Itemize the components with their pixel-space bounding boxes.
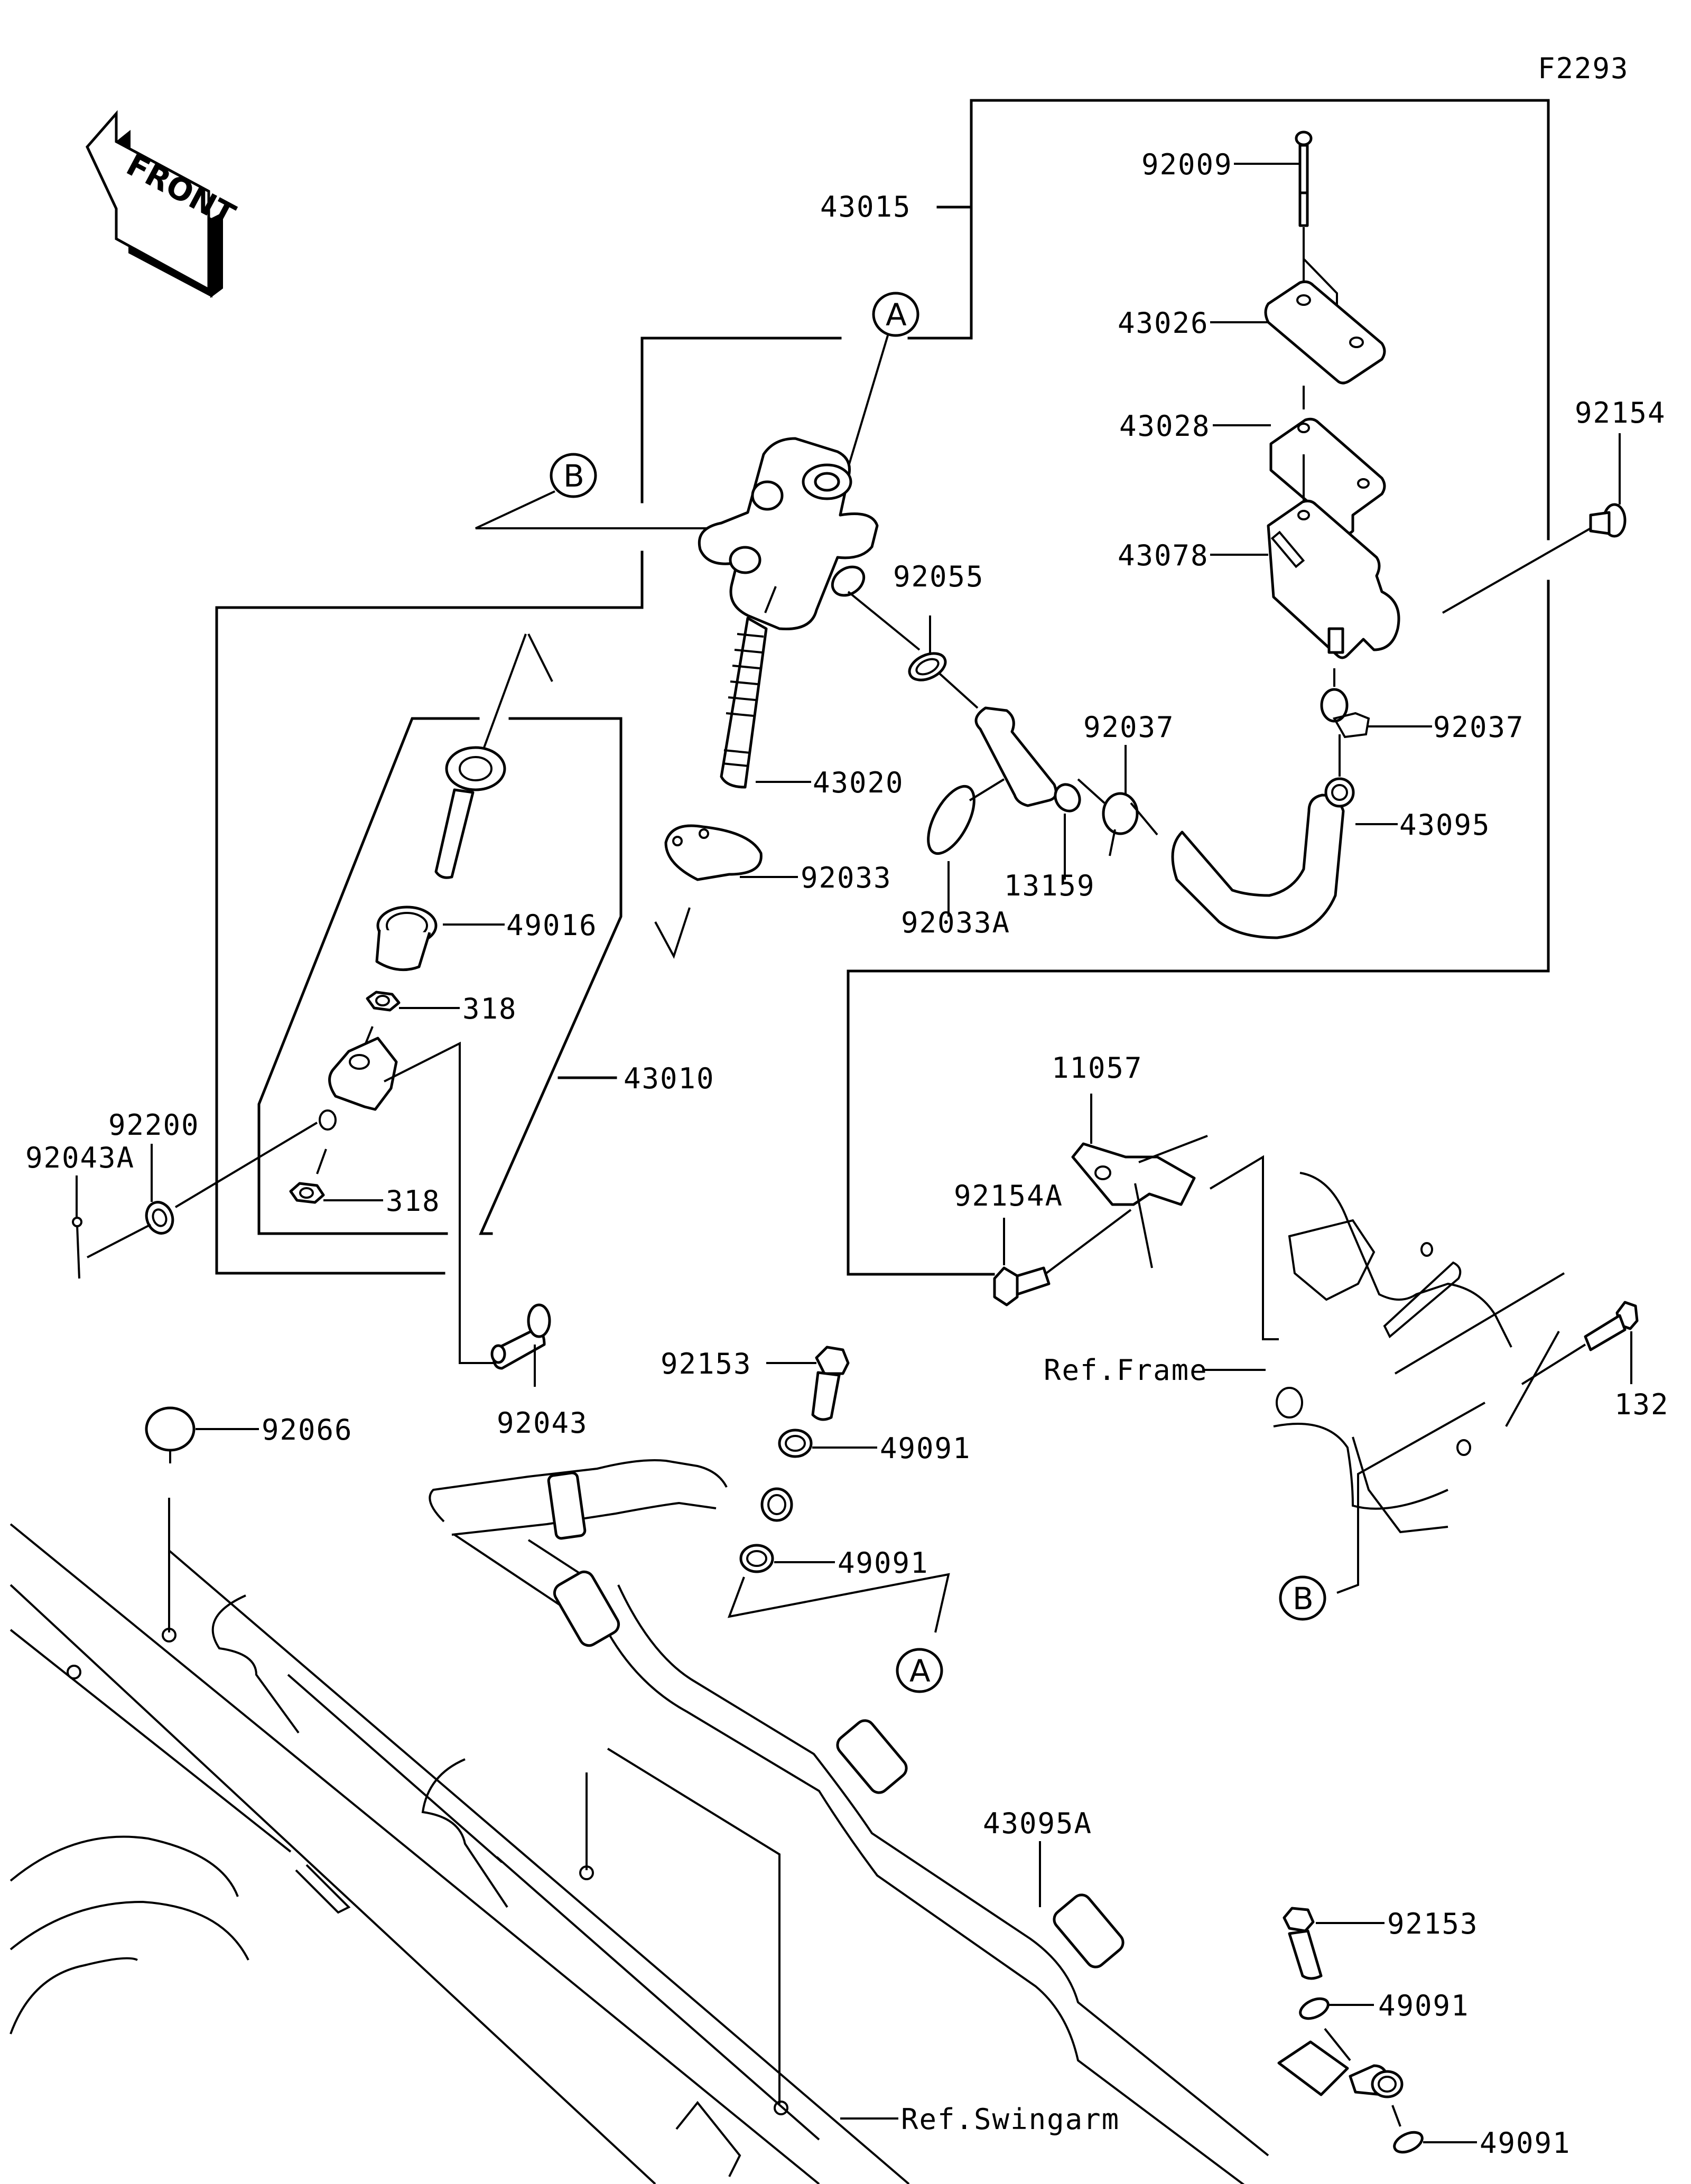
bolt-132 [1521, 1301, 1639, 1385]
part-label-92153-top: 92153 [661, 1347, 752, 1380]
circlip-92033 [664, 824, 763, 881]
clevis-joint [319, 1026, 494, 1364]
assembly-bracket-43015 [215, 99, 1550, 1276]
part-label-49091-b: 49091 [838, 1546, 929, 1580]
part-label-92033: 92033 [801, 861, 892, 894]
part-label-43028: 43028 [1119, 409, 1211, 443]
part-label-43015: 43015 [820, 190, 912, 223]
part-label-92043a: 92043A [25, 1141, 135, 1174]
part-label-49091-d: 49091 [1480, 2126, 1571, 2160]
part-label-92037-right: 92037 [1433, 711, 1525, 744]
circlip-92033a [927, 778, 1005, 855]
part-label-132: 132 [1614, 1388, 1669, 1421]
part-label-43095: 43095 [1399, 808, 1491, 842]
bolt-92154a [993, 1209, 1132, 1306]
washer-49091-d [1391, 2105, 1424, 2154]
swingarm-reference-label: Ref.Swingarm [901, 2103, 1120, 2136]
banjo-bolt-92153-top [811, 1346, 850, 1421]
connector-13159 [974, 706, 1081, 813]
part-label-43010: 43010 [624, 1062, 715, 1095]
front-arrow-icon: FRONT [86, 110, 241, 298]
assembly-bracket-43010 [257, 717, 622, 1235]
clamp-92037-right [1320, 668, 1370, 777]
part-label-92154: 92154 [1575, 396, 1666, 430]
part-label-92200: 92200 [108, 1108, 200, 1142]
banjo-bolt-92153-bottom [1283, 1907, 1323, 1980]
hose-43095 [1171, 777, 1355, 939]
part-label-49091-a: 49091 [880, 1432, 971, 1465]
part-label-318-top: 318 [462, 992, 517, 1025]
washer-49091-c [1299, 1997, 1351, 2061]
swingarm-reference [10, 1498, 910, 2184]
part-label-11057: 11057 [1052, 1051, 1143, 1085]
part-label-43020: 43020 [813, 766, 904, 799]
part-label-13159: 13159 [1004, 869, 1095, 902]
part-label-92154a: 92154A [954, 1179, 1063, 1212]
washer-49091-a [778, 1429, 813, 1458]
part-label-43078: 43078 [1118, 539, 1209, 572]
part-label-318-bottom: 318 [386, 1184, 441, 1218]
nut-318-bottom [289, 1149, 327, 1204]
callout-b-top: B [550, 453, 597, 498]
washer-49091-b [739, 1544, 774, 1573]
svg-text:B: B [1293, 1581, 1314, 1617]
piston-43020 [720, 586, 777, 789]
nut-318-top [366, 991, 401, 1012]
part-label-92043: 92043 [497, 1406, 588, 1440]
part-label-49016: 49016 [506, 909, 598, 942]
part-label-92033a: 92033A [901, 906, 1010, 939]
callout-a-bottom: A [896, 1648, 943, 1693]
washer-92200 [87, 1122, 318, 1258]
part-label-92037-left: 92037 [1083, 711, 1175, 744]
svg-text:B: B [563, 458, 584, 494]
part-label-92055: 92055 [893, 560, 984, 593]
figure-id: F2293 [1538, 52, 1629, 85]
bracket-11057 [1071, 1135, 1279, 1340]
part-label-92153-bottom: 92153 [1387, 1907, 1479, 1940]
svg-text:A: A [909, 1653, 931, 1689]
frame-reference-label: Ref.Frame [1044, 1354, 1208, 1387]
master-cylinder-body [698, 437, 879, 631]
cotter-pin-92043a [72, 1217, 82, 1279]
reservoir-43078 [1267, 454, 1400, 659]
clamp-92037-left [1077, 778, 1158, 856]
bolt-92154 [1442, 503, 1627, 614]
part-label-43095a: 43095A [983, 1807, 1092, 1840]
reservoir-cap-43026 [1264, 227, 1386, 385]
hose-43095a [429, 1459, 1404, 2184]
pushrod-assembly [434, 633, 553, 879]
boot-49016 [375, 906, 438, 972]
svg-text:A: A [886, 297, 907, 333]
part-label-43026: 43026 [1118, 306, 1209, 340]
oring-92055 [847, 591, 979, 709]
screw-92009 [1295, 130, 1313, 349]
part-label-92009: 92009 [1141, 148, 1233, 181]
callout-a-top: A [872, 292, 919, 337]
part-label-49091-c: 49091 [1378, 1989, 1470, 2022]
pin-92043 [490, 1303, 551, 1370]
part-label-92066: 92066 [262, 1413, 353, 1446]
cap-92066 [145, 1406, 196, 1463]
frame-reference [1273, 1172, 1565, 1534]
callout-b-bottom: B [1279, 1575, 1326, 1621]
